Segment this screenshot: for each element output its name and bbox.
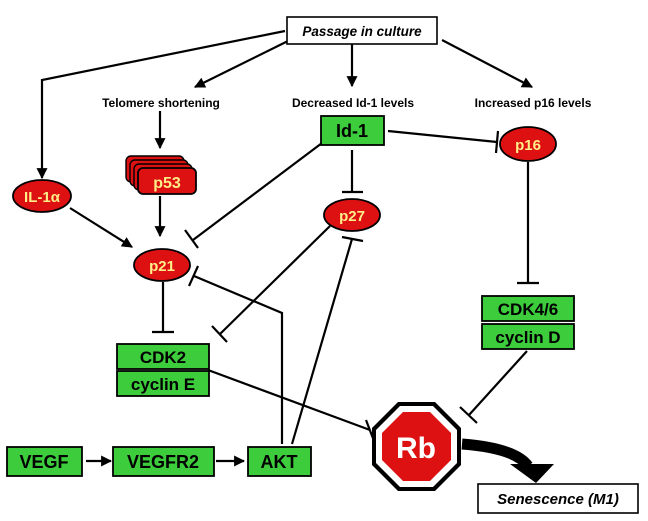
akt-label: AKT: [261, 452, 298, 472]
id1-node: Id-1: [320, 115, 385, 146]
p27-label: p27: [339, 208, 365, 225]
decreased-id1-levels-label: Decreased Id-1 levels: [292, 96, 414, 110]
p21-label: p21: [149, 258, 175, 275]
inhibit-id1-to-p21: [192, 142, 323, 241]
vegf-label: VEGF: [19, 452, 68, 472]
inhibit-akt-to-p27: [290, 238, 354, 445]
senescence-box: Senescence (M1): [477, 483, 639, 514]
p53-node: p53: [125, 155, 197, 195]
id1-label: Id-1: [336, 121, 368, 141]
inhibit-id1-to-p16: [387, 129, 498, 144]
p53-label: p53: [153, 175, 181, 192]
vegfr2-label: VEGFR2: [127, 452, 199, 472]
p16-label: p16: [515, 137, 541, 154]
arrow-passage-to-il1a: [36, 29, 286, 180]
rb-to-senescence-arrow: [461, 438, 554, 483]
cyclin-d-label: cyclin D: [495, 328, 560, 347]
cdk46-cyclind-node: CDK4/6 cyclin D: [481, 295, 575, 350]
inhibit-akt-to-p21: [193, 274, 284, 444]
inhibit-id1-to-p21-bar: [184, 229, 199, 249]
p27-node: p27: [323, 198, 381, 232]
vegfr2-node: VEGFR2: [112, 446, 215, 477]
p21-node: p21: [133, 248, 191, 282]
il1a-label: IL-1α: [24, 189, 61, 206]
cdk2-cycline-node: CDK2 cyclin E: [116, 343, 210, 397]
telomere-shortening-label: Telomere shortening: [102, 96, 220, 110]
inhibit-cdk46-to-rb: [468, 350, 528, 416]
inhibit-akt-to-p21-bar: [187, 265, 200, 287]
arrow-il1a-to-p21: [69, 207, 133, 248]
passage-in-culture-box: Passage in culture: [286, 16, 438, 45]
vegf-node: VEGF: [6, 446, 83, 477]
cdk46-label: CDK4/6: [498, 300, 558, 319]
increased-p16-levels-label: Increased p16 levels: [475, 96, 592, 110]
arrow-passage-to-p16levels: [441, 39, 533, 88]
akt-node: AKT: [247, 446, 312, 477]
edges: [36, 29, 539, 467]
il1a-node: IL-1α: [12, 179, 72, 213]
p16-node: p16: [499, 126, 557, 162]
inhibit-p27-to-cdk2-bar: [211, 325, 228, 343]
inhibit-p27-to-cdk2: [219, 225, 331, 335]
cdk2-label: CDK2: [140, 348, 186, 367]
rb-node: Rb: [372, 402, 461, 491]
passage-in-culture-label: Passage in culture: [302, 24, 422, 39]
cyclin-e-label: cyclin E: [131, 375, 195, 394]
arrow-passage-to-telomere: [194, 39, 291, 88]
inhibit-akt-to-p27-bar: [341, 235, 364, 243]
senescence-label: Senescence (M1): [497, 491, 619, 508]
inhibit-cdk2-to-rb: [207, 368, 371, 432]
rb-label: Rb: [396, 432, 436, 465]
inhibit-cdk46-to-rb-bar: [459, 406, 478, 424]
inhibit-id1-to-p16-bar: [494, 130, 500, 154]
